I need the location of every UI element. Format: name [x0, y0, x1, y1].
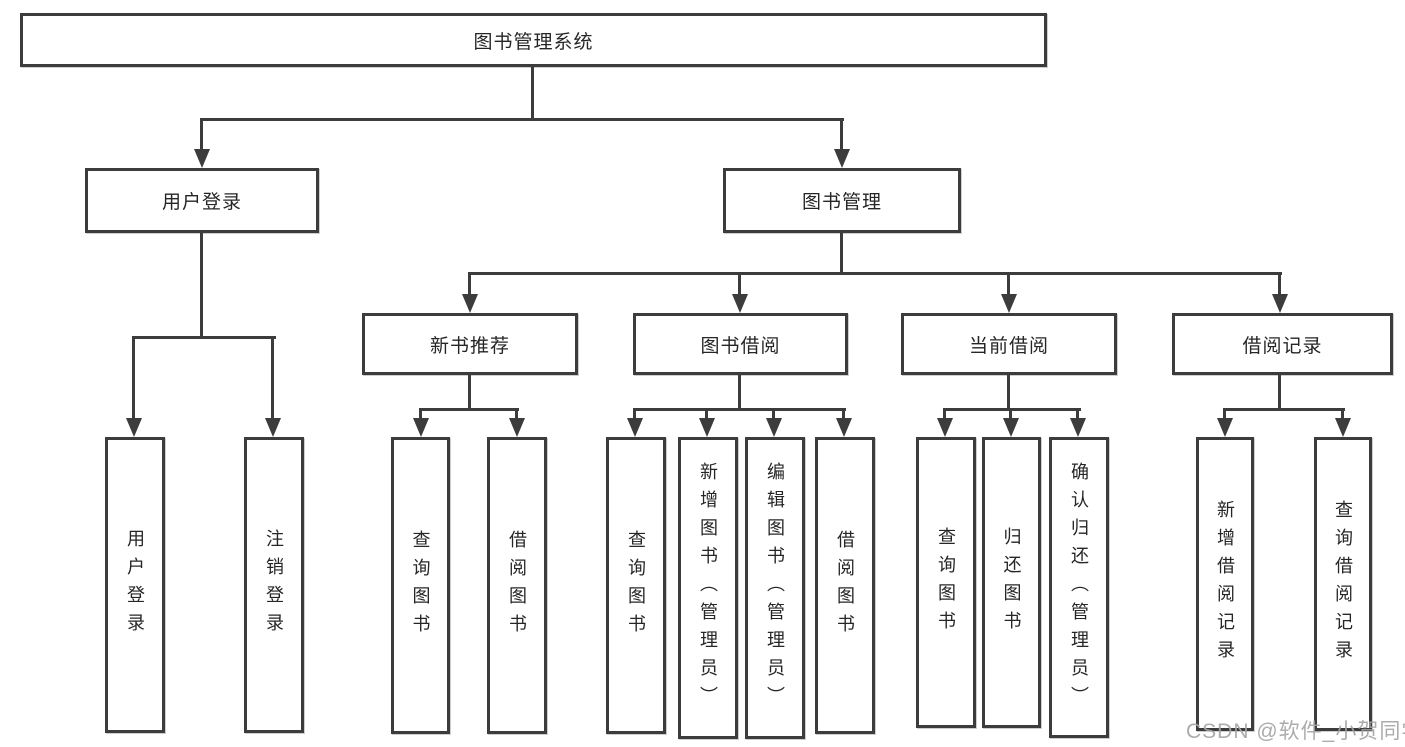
- arrowhead: [699, 418, 715, 437]
- arrowhead: [509, 418, 525, 437]
- node-user-login-branch: 用户登录: [85, 168, 319, 233]
- connector-shaft: [1007, 272, 1010, 297]
- arrowhead-to-user-login: [194, 149, 210, 168]
- arrowhead-to-book-borrow: [732, 294, 748, 313]
- connector-shaft: [200, 118, 203, 152]
- arrowhead-to-new-rec: [462, 294, 478, 313]
- connector-level1-rail: [200, 118, 844, 121]
- connector-shaft: [1341, 408, 1344, 421]
- csdn-watermark: CSDN @软件_小贺同学: [1186, 720, 1405, 743]
- node-book-mgmt-branch: 图书管理: [723, 168, 961, 233]
- connector-book-borrow-stub: [738, 375, 741, 408]
- connector-shaft: [132, 336, 135, 422]
- arrowhead-to-book-mgmt: [834, 149, 850, 168]
- connector-book-mgmt-stub: [840, 233, 843, 274]
- connector-shaft: [515, 408, 518, 421]
- connector-shaft: [1278, 272, 1281, 297]
- arrowhead: [766, 418, 782, 437]
- node-label: 当前借阅: [968, 335, 1049, 357]
- node-current-borrow: 当前借阅: [901, 313, 1117, 375]
- connector-shaft: [1009, 408, 1012, 421]
- connector-shaft: [738, 272, 741, 297]
- node-borrow-records: 借阅记录: [1172, 313, 1393, 375]
- node-root-system: 图书管理系统: [20, 13, 1047, 67]
- leaf-label: 借阅图书: [835, 529, 855, 642]
- connector-borrow-records-rail: [1223, 408, 1345, 411]
- connector-borrow-records-stub: [1278, 375, 1281, 408]
- leaf-label: 查询图书: [410, 529, 431, 642]
- connector-current-borrow-stub: [1007, 375, 1010, 408]
- arrowhead-to-borrow-records: [1272, 294, 1288, 313]
- leaf-borrow-books: 借阅图书: [815, 437, 875, 734]
- leaf-label: 归还图书: [1001, 526, 1022, 639]
- leaf-label: 查询图书: [626, 529, 646, 642]
- leaf-edit-books-admin: 编辑图书（管理员）: [745, 437, 805, 739]
- leaf-return-books: 归还图书: [982, 437, 1041, 728]
- node-label: 用户登录: [161, 192, 242, 213]
- connector-shaft: [419, 408, 422, 421]
- arrowhead: [1003, 418, 1019, 437]
- connector-shaft: [633, 408, 636, 421]
- connector-level2-rail: [468, 272, 1282, 275]
- node-label: 图书管理: [801, 192, 882, 213]
- node-new-book-rec: 新书推荐: [362, 313, 578, 375]
- connector-shaft: [468, 272, 471, 297]
- leaf-label: 新增图书（管理员）: [698, 462, 718, 714]
- connector-shaft: [842, 408, 845, 421]
- connector-new-rec-stub: [468, 375, 471, 408]
- connector-shaft: [705, 408, 708, 421]
- leaf-label: 查询图书: [936, 526, 956, 639]
- connector-shaft: [271, 336, 274, 422]
- arrowhead-to-current-borrow: [1001, 294, 1017, 313]
- leaf-query-books-borrow: 查询图书: [606, 437, 666, 734]
- leaf-label: 借阅图书: [507, 529, 527, 642]
- connector-current-borrow-rail: [943, 408, 1081, 411]
- node-label: 图书管理系统: [473, 31, 594, 53]
- leaf-label: 新增借阅记录: [1215, 500, 1235, 668]
- connector-root-stub: [531, 67, 534, 118]
- arrowhead: [627, 418, 643, 437]
- arrowhead: [937, 418, 953, 437]
- leaf-label: 查询借阅记录: [1333, 500, 1353, 668]
- arrowhead: [1070, 418, 1086, 437]
- node-label: 借阅记录: [1242, 335, 1323, 357]
- connector-user-login-rail: [132, 336, 276, 339]
- leaf-label: 用户登录: [125, 529, 145, 641]
- leaf-user-login: 用户登录: [105, 437, 165, 733]
- connector-shaft: [772, 408, 775, 421]
- node-book-borrow: 图书借阅: [633, 313, 848, 375]
- leaf-logout: 注销登录: [244, 437, 304, 733]
- leaf-query-books-current: 查询图书: [916, 437, 976, 728]
- connector-user-login-stub: [200, 233, 203, 337]
- node-label: 图书借阅: [700, 335, 781, 357]
- leaf-confirm-return-admin: 确认归还（管理员）: [1049, 437, 1109, 738]
- leaf-query-books-rec: 查询图书: [391, 437, 450, 734]
- leaf-borrow-books-rec: 借阅图书: [487, 437, 547, 734]
- connector-shaft: [840, 118, 843, 152]
- connector-new-rec-rail: [419, 408, 519, 411]
- node-label: 新书推荐: [429, 335, 510, 357]
- leaf-query-borrow-record: 查询借阅记录: [1314, 437, 1372, 731]
- leaf-add-books-admin: 新增图书（管理员）: [678, 437, 738, 739]
- connector-shaft: [1076, 408, 1079, 421]
- arrowhead: [413, 418, 429, 437]
- leaf-add-borrow-record: 新增借阅记录: [1196, 437, 1254, 731]
- leaf-label: 确认归还（管理员）: [1069, 461, 1089, 714]
- arrowhead-to-logout-leaf: [265, 418, 281, 437]
- connector-book-borrow-rail: [633, 408, 846, 411]
- connector-shaft: [943, 408, 946, 421]
- arrowhead: [1335, 418, 1351, 437]
- arrowhead-to-login-leaf: [126, 418, 142, 437]
- connector-shaft: [1223, 408, 1226, 421]
- leaf-label: 注销登录: [264, 529, 284, 641]
- arrowhead: [1217, 418, 1233, 437]
- arrowhead: [836, 418, 852, 437]
- leaf-label: 编辑图书（管理员）: [765, 462, 785, 714]
